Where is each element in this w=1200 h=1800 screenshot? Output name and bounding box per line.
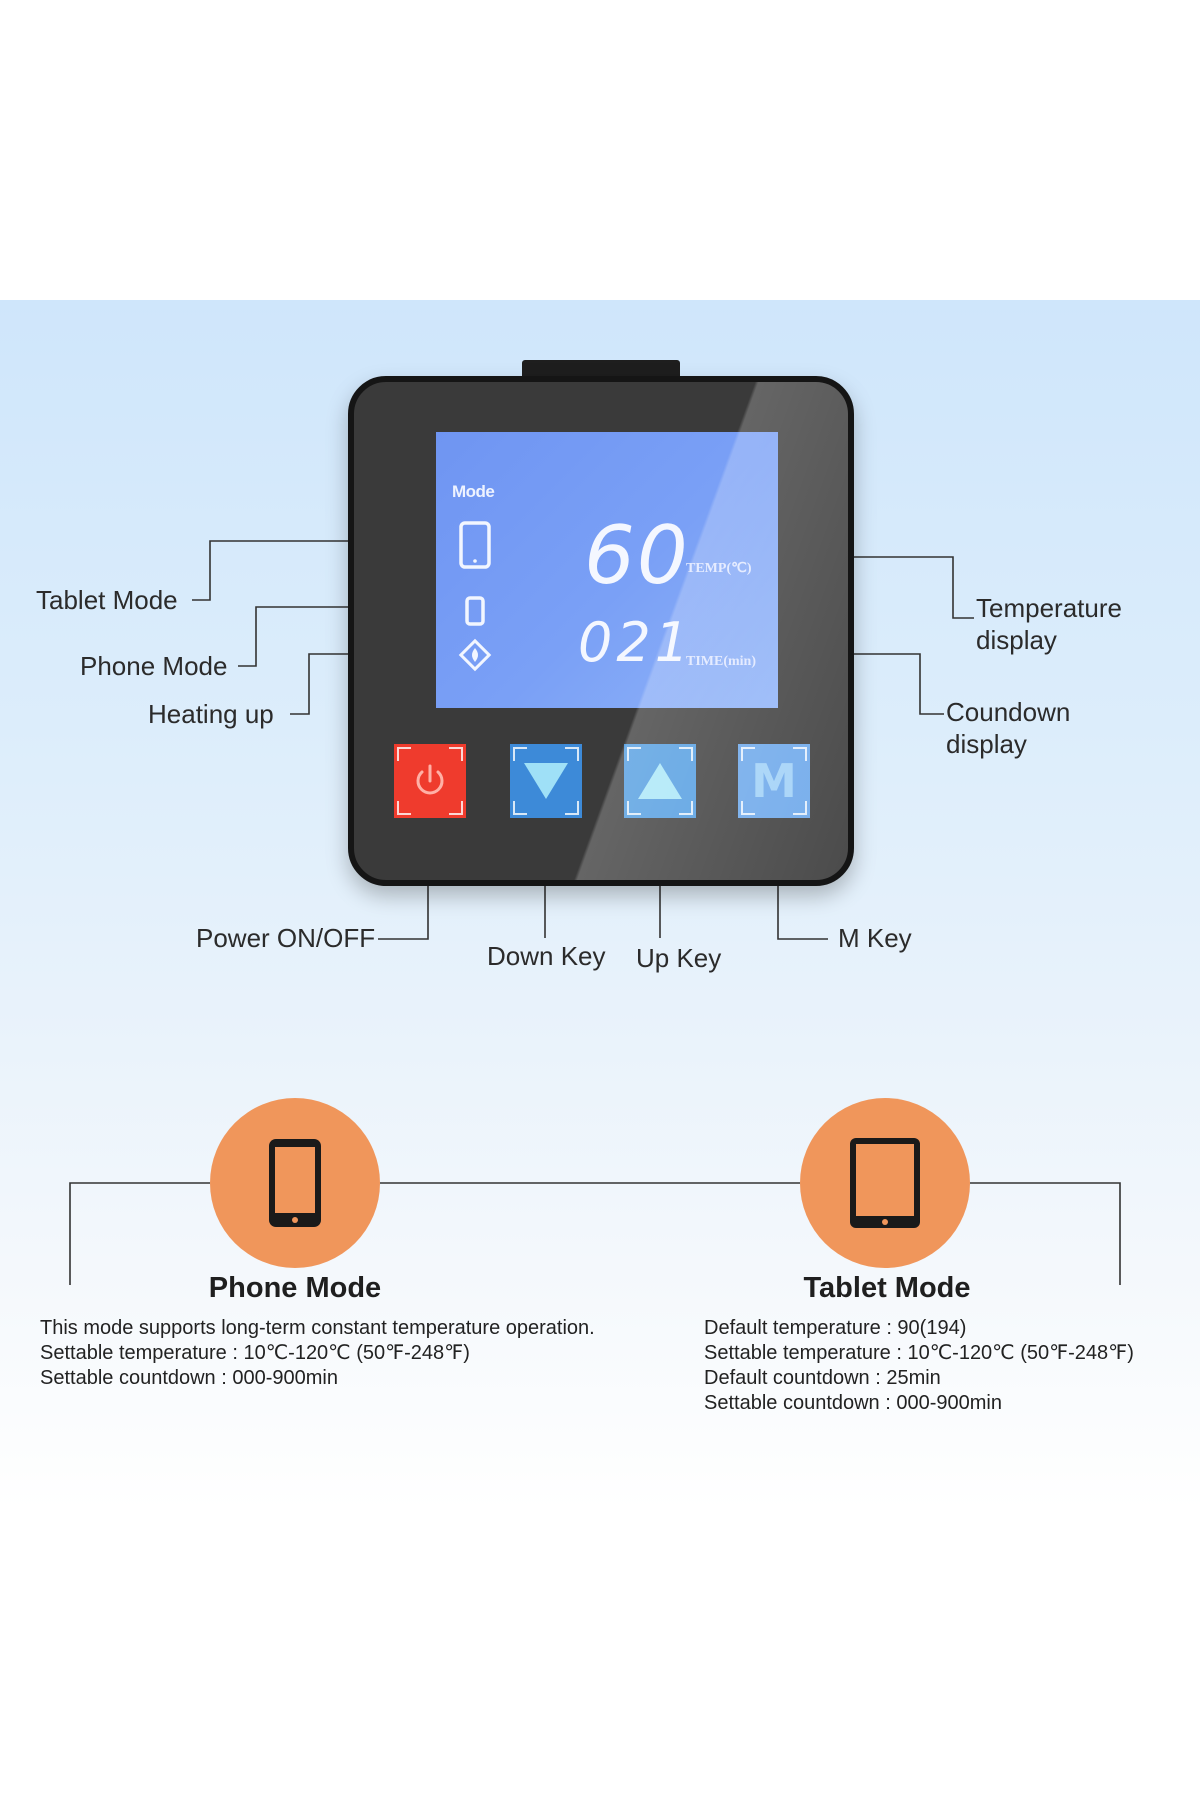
tablet-mode-line-3: Default countdown : 25min [704,1367,941,1389]
m-key-label: M [751,754,797,808]
lcd-screen: Mode 60 TEMP(℃) 021 TIME(min) [436,432,778,708]
down-button[interactable] [510,744,582,818]
tablet-mode-line-2: Settable temperature : 10℃-120℃ (50℉-248… [704,1342,1134,1364]
device-clip [522,360,680,380]
callout-heating-up: Heating up [148,699,274,729]
phone-icon [269,1139,321,1227]
m-button[interactable]: M [738,744,810,818]
callout-power: Power ON/OFF [196,923,376,953]
temperature-readout: 60 [584,509,690,602]
countdown-readout: 021 [578,611,694,674]
callout-countdown-display-line1: Coundown [946,697,1071,727]
phone-icon [465,596,485,626]
callout-m-key: M Key [838,923,912,953]
power-icon [416,764,444,795]
callout-phone-mode: Phone Mode [80,651,228,681]
phone-mode-line-3: Settable countdown : 000-900min [40,1367,338,1389]
phone-mode-line-1: This mode supports long-term constant te… [40,1317,595,1339]
callout-countdown-display-line2: display [946,729,1027,759]
down-arrow-icon [524,763,568,799]
power-button[interactable] [394,744,466,818]
callout-down-key: Down Key [487,941,606,971]
temperature-unit: TEMP(℃) [686,561,752,576]
tablet-mode-badge [800,1098,970,1268]
up-button[interactable] [624,744,696,818]
phone-mode-badge [210,1098,380,1268]
up-arrow-icon [638,763,682,799]
phone-mode-title: Phone Mode [208,1272,382,1304]
tablet-icon [459,521,491,569]
tablet-mode-line-4: Settable countdown : 000-900min [704,1392,1002,1414]
heating-icon [458,638,492,672]
tablet-mode-line-1: Default temperature : 90(194) [704,1317,967,1339]
callout-temperature-display-line2: display [976,625,1057,655]
lcd-mode-label: Mode [452,482,495,501]
tablet-icon [850,1138,920,1228]
controller-device: Mode 60 TEMP(℃) 021 TIME(min) [348,376,854,886]
callout-temperature-display-line1: Temperature [976,593,1122,623]
callout-up-key: Up Key [636,943,722,973]
tablet-mode-title: Tablet Mode [803,1272,971,1304]
countdown-unit: TIME(min) [686,654,756,669]
phone-mode-line-2: Settable temperature : 10℃-120℃ (50℉-248… [40,1342,470,1364]
callout-tablet-mode: Tablet Mode [36,585,178,615]
